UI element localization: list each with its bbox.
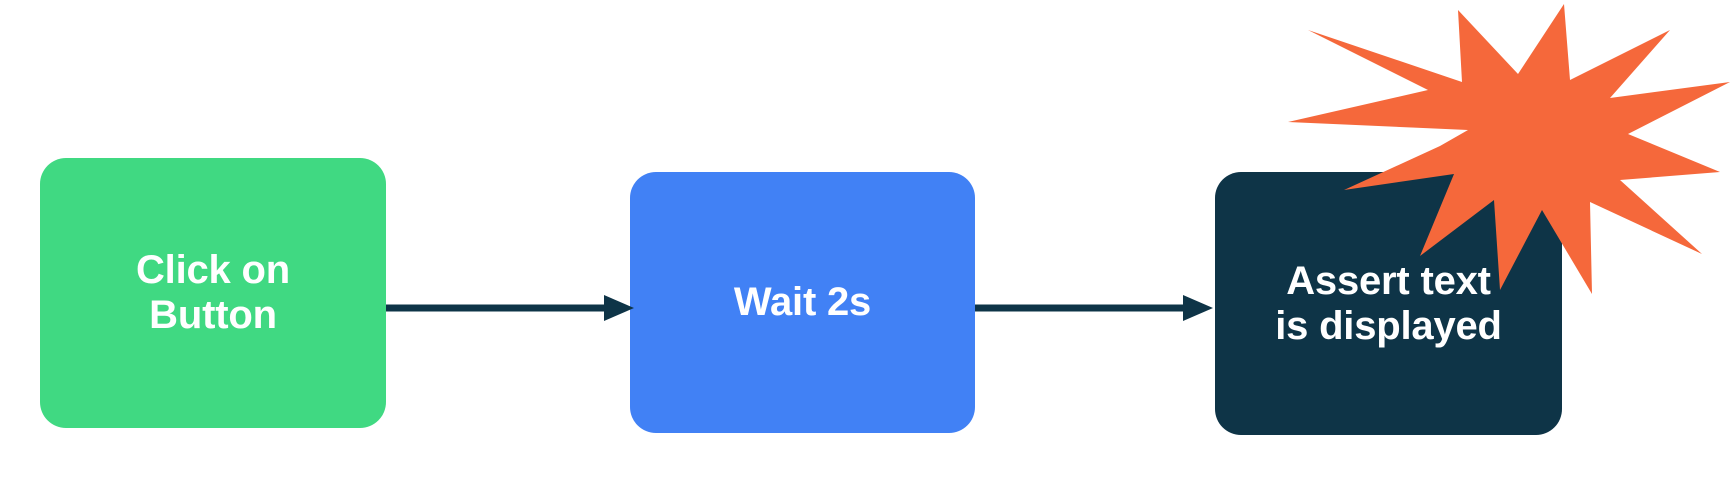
flow-node-label: Wait 2s — [733, 280, 872, 325]
flow-node-assert-text-is-displayed[interactable]: Assert text is displayed — [1215, 172, 1562, 435]
connector-wait-to-assert — [975, 295, 1213, 321]
arrowhead-icon — [1183, 295, 1213, 321]
flow-node-label: Click on Button — [136, 248, 290, 337]
flow-node-click-on-button[interactable]: Click on Button — [40, 158, 386, 428]
connector-click-to-wait — [386, 295, 634, 321]
flow-node-wait[interactable]: Wait 2s — [630, 172, 975, 433]
flow-node-label: Assert text is displayed — [1275, 258, 1502, 348]
arrowhead-icon — [604, 295, 634, 321]
